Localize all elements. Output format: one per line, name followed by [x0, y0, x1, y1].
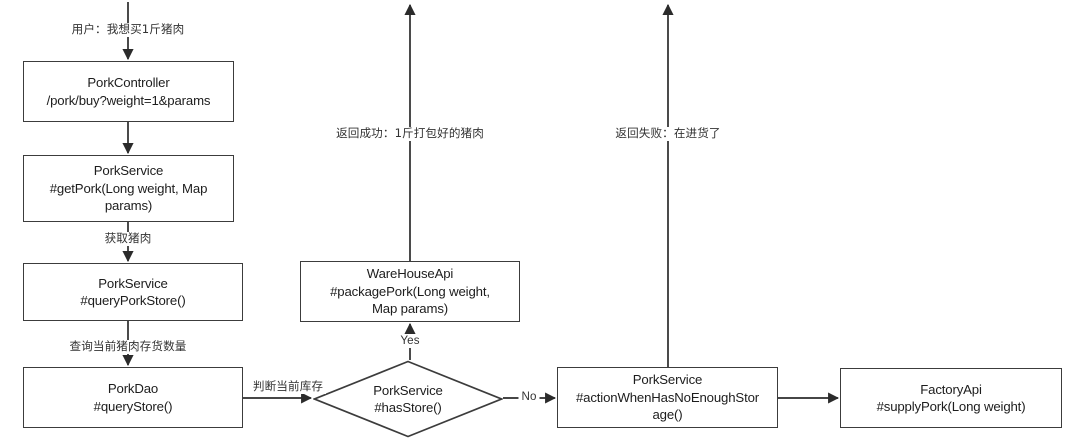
edge-label-return-success: 返回成功：1斤打包好的猪肉 — [333, 126, 487, 141]
node-pork-service-query-pork-store[interactable]: PorkService #queryPorkStore() — [23, 263, 243, 321]
node-pork-service-has-store[interactable]: PorkService #hasStore() — [313, 360, 503, 438]
node-pork-controller[interactable]: PorkController /pork/buy?weight=1&params — [23, 61, 234, 122]
edge-label-query-current-stock: 查询当前猪肉存货数量 — [66, 339, 190, 354]
edge-label-no: No — [518, 390, 540, 404]
node-pork-dao-query-store[interactable]: PorkDao #queryStore() — [23, 367, 243, 428]
diamond-shape — [313, 360, 503, 438]
edge-label-get-pork: 获取猪肉 — [101, 231, 155, 246]
edge-label-judge-current-stock: 判断当前库存 — [249, 379, 327, 394]
edge-label-user-request: 用户：我想买1斤猪肉 — [68, 22, 188, 37]
node-pork-service-has-store-label: PorkService #hasStore() — [373, 382, 443, 415]
node-factory-api-supply-pork[interactable]: FactoryApi #supplyPork(Long weight) — [840, 368, 1062, 428]
node-pork-service-get-pork[interactable]: PorkService #getPork(Long weight, Map pa… — [23, 155, 234, 222]
node-pork-service-action-when-has-no-enough-storage[interactable]: PorkService #actionWhenHasNoEnoughStor a… — [557, 367, 778, 428]
edge-label-return-failure: 返回失败：在进货了 — [612, 126, 724, 141]
edge-label-yes: Yes — [397, 334, 423, 348]
node-warehouse-api-package-pork[interactable]: WareHouseApi #packagePork(Long weight, M… — [300, 261, 520, 322]
